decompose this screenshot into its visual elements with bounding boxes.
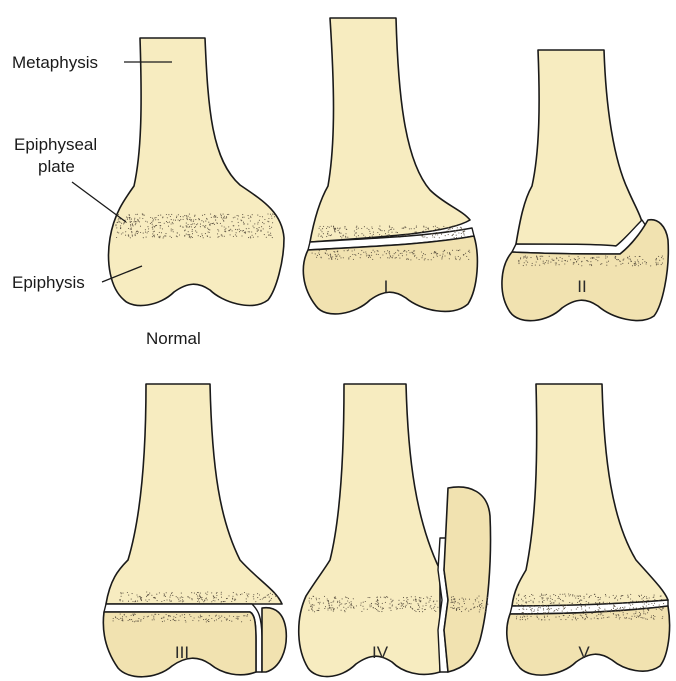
- type-iv-metaphysis-main: [299, 384, 440, 677]
- type-ii-label: II: [577, 277, 586, 296]
- type-v-label: V: [578, 643, 590, 662]
- type-iii-epiphysis-fragment: [262, 608, 286, 672]
- type-ii-metaphysis: [516, 50, 642, 246]
- type-i-metaphysis: [310, 18, 470, 242]
- type-iii-bone: III: [103, 384, 286, 677]
- type-ii-bone: II: [502, 50, 668, 321]
- label-epiphyseal-plate-2: plate: [38, 157, 75, 176]
- type-i-bone: I: [303, 18, 477, 314]
- label-epiphyseal-plate-1: Epiphyseal: [14, 135, 97, 154]
- type-iv-fragment: [444, 487, 491, 672]
- type-iii-label: III: [175, 643, 189, 662]
- type-iv-label: IV: [372, 643, 389, 662]
- type-v-metaphysis: [512, 384, 668, 606]
- type-iv-bone: IV: [299, 384, 491, 677]
- label-epiphysis: Epiphysis: [12, 273, 85, 292]
- label-metaphysis: Metaphysis: [12, 53, 98, 72]
- normal-bone: [109, 38, 284, 306]
- label-normal: Normal: [146, 329, 201, 348]
- type-iii-metaphysis: [106, 384, 282, 604]
- pointer-epiphyseal-plate: [72, 182, 126, 222]
- type-i-label: I: [384, 277, 389, 296]
- normal-metaphysis: [109, 38, 284, 306]
- type-v-bone: V: [507, 384, 670, 675]
